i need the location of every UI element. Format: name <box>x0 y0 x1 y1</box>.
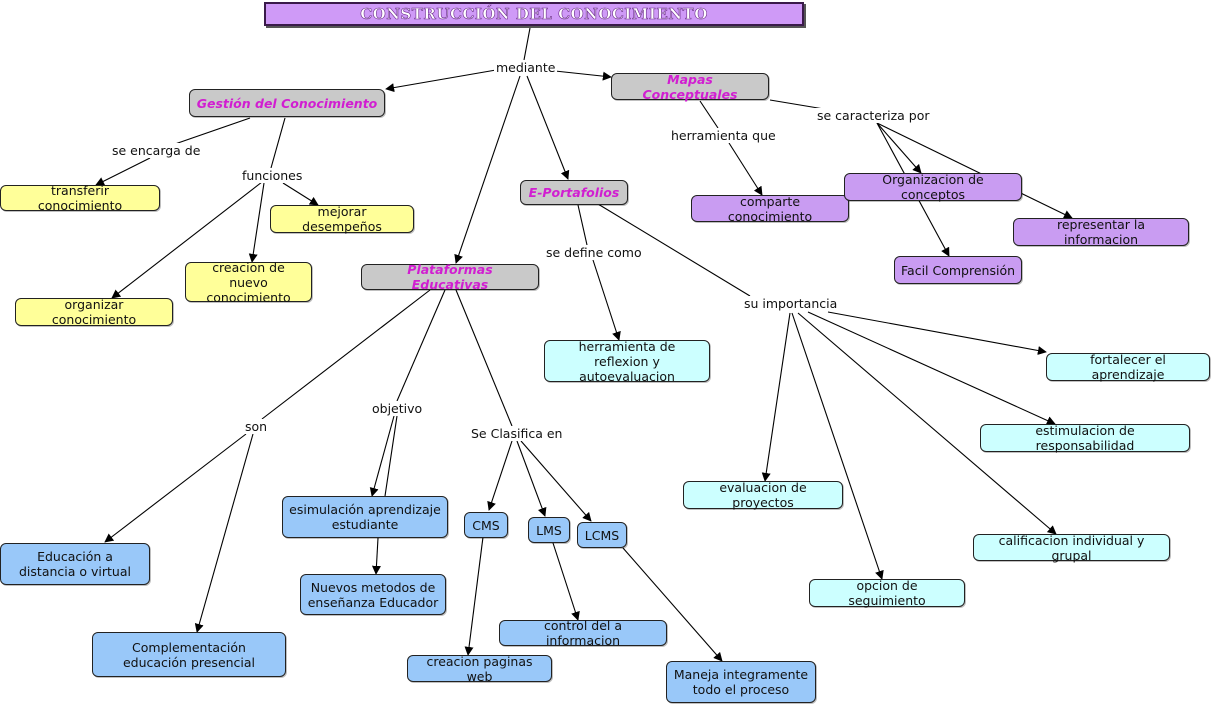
concept-cms[interactable]: CMS <box>464 512 508 538</box>
link-su-importancia: su importancia <box>742 296 840 311</box>
concept-organizar-conocimiento[interactable]: organizar conocimiento <box>15 297 173 327</box>
concept-organizacion-de-conceptos[interactable]: Organizacion de conceptos <box>844 172 1022 202</box>
concept-evaluacion-de-proyectos[interactable]: evaluacion de proyectos <box>683 480 843 510</box>
link-se-encarga-de: se encarga de <box>110 143 203 158</box>
link-se-define-como: se define como <box>544 245 644 260</box>
concept-transferir-conocimiento[interactable]: transferir conocimiento <box>0 183 160 213</box>
concept-opcion-de-seguimiento[interactable]: opcion de seguimiento <box>809 578 965 608</box>
concept-complementacion-educacion-presencial[interactable]: Complementación educación presencial <box>92 632 286 677</box>
concept-mapas-conceptuales[interactable]: Mapas Conceptuales <box>611 72 769 102</box>
concept-nuevos-metodos-ensenanza[interactable]: Nuevos metodos de enseñanza Educador <box>300 574 446 615</box>
concept-lcms[interactable]: LCMS <box>577 522 627 548</box>
concept-representar-la-informacion[interactable]: representar la informacion <box>1013 217 1189 247</box>
link-se-clasifica-en: Se Clasifica en <box>469 426 565 441</box>
concept-control-de-la-informacion[interactable]: control del a informacion <box>499 618 667 648</box>
concept-maneja-integramente[interactable]: Maneja integramente todo el proceso <box>666 661 816 703</box>
concept-creacion-de-nuevo-conocimiento[interactable]: creacion de nuevo conocimiento <box>185 260 312 305</box>
concept-calificacion-individual-y-grupal[interactable]: calificacion individual y grupal <box>973 533 1170 563</box>
concept-estimulacion-de-responsabilidad[interactable]: estimulacion de responsabilidad <box>980 423 1190 453</box>
concept-comparte-conocimiento[interactable]: comparte conocimiento <box>691 194 849 224</box>
concept-mejorar-desempenos[interactable]: mejorar desempeños <box>270 204 414 234</box>
concept-facil-comprension[interactable]: Facil Comprensión <box>894 256 1022 284</box>
concept-fortalecer-el-aprendizaje[interactable]: fortalecer el aprendizaje <box>1046 352 1210 382</box>
concept-gestion-del-conocimiento[interactable]: Gestión del Conocimiento <box>189 89 385 117</box>
concept-e-portafolios[interactable]: E-Portafolios <box>520 180 628 205</box>
link-son: son <box>243 419 270 434</box>
link-mediante: mediante <box>494 60 558 75</box>
concept-esimulacion-aprendizaje[interactable]: esimulación aprendizaje estudiante <box>282 496 448 538</box>
link-herramienta-que: herramienta que <box>669 128 778 143</box>
link-funciones: funciones <box>240 168 305 183</box>
concept-lms[interactable]: LMS <box>528 517 570 543</box>
concept-educacion-a-distancia[interactable]: Educación a distancia o virtual <box>0 543 150 585</box>
link-se-caracteriza-por: se caracteriza por <box>815 108 932 123</box>
concept-plataformas-educativas[interactable]: Plataformas Educativas <box>361 262 539 292</box>
link-objetivo: objetivo <box>370 401 425 416</box>
concept-herramienta-de-reflexion[interactable]: herramienta de reflexion y autoevaluacio… <box>544 339 710 384</box>
map-title: CONSTRUCCIÓN DEL CONOCIMIENTO <box>264 2 804 26</box>
concept-creacion-paginas-web[interactable]: creacion paginas web <box>407 654 552 684</box>
